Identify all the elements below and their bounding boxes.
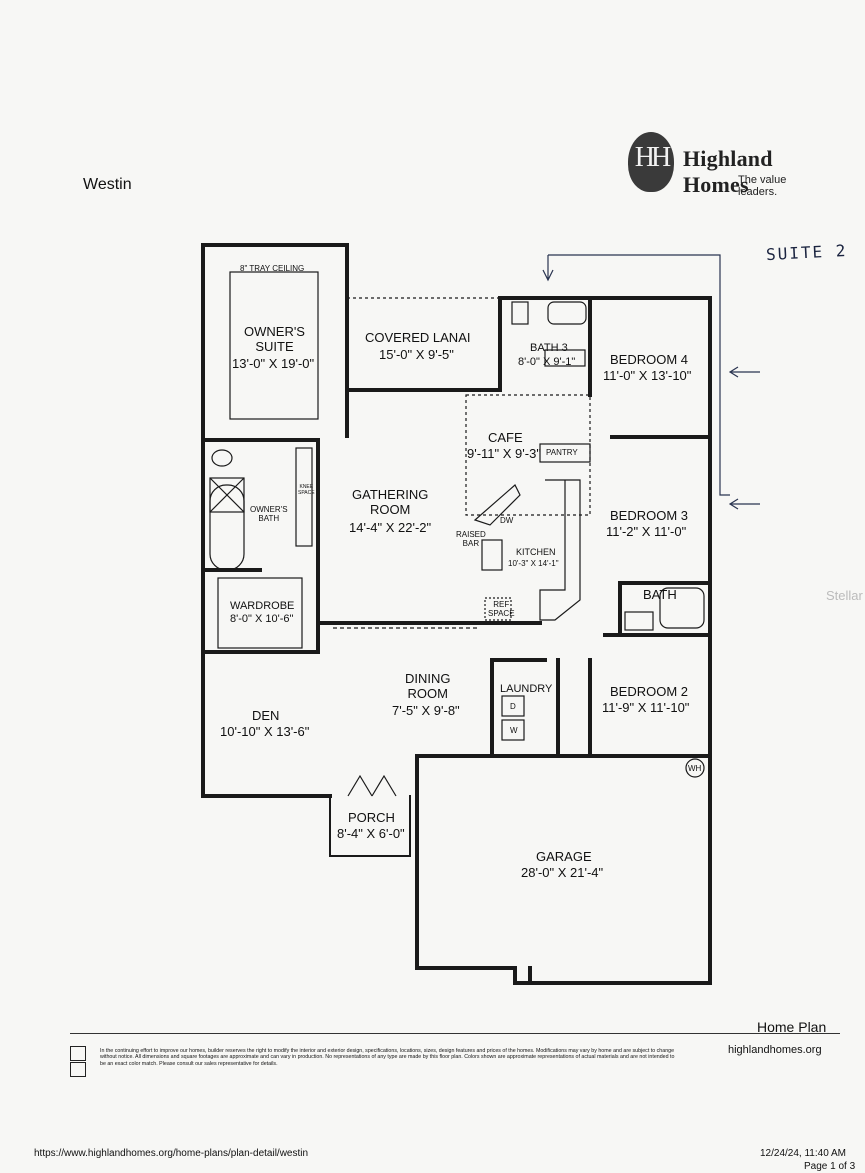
raised-bar-shape xyxy=(473,484,521,526)
bath-tub xyxy=(659,587,705,629)
washer-box xyxy=(501,719,525,741)
brand-tagline: The value leaders. xyxy=(738,174,787,198)
gathering-room-name: GATHERING ROOM xyxy=(352,487,429,517)
bedroom4-name: BEDROOM 4 xyxy=(610,352,689,367)
brand-name: Highland Homes xyxy=(683,146,773,197)
equal-housing-icon xyxy=(70,1046,86,1061)
logo-mark-icon: HH xyxy=(628,132,674,192)
wardrobe-size: 8'-0" X 10'-6" xyxy=(230,613,294,625)
shower-x2 xyxy=(209,477,245,513)
porch-name: PORCH xyxy=(348,810,395,825)
covered-lanai-name: COVERED LANAI xyxy=(365,330,471,345)
owners-toilet xyxy=(211,449,233,467)
bath3-size: 8'-0" X 9'-1" xyxy=(518,356,576,368)
garage-size: 28'-0" X 21'-4" xyxy=(521,865,604,880)
kitchen-size: 10'-3" X 14'-1" xyxy=(508,559,559,568)
laundry-name: LAUNDRY xyxy=(500,683,553,695)
handwritten-arrow-1 xyxy=(728,366,760,378)
porch-outline xyxy=(329,795,411,857)
cafe-name: CAFE xyxy=(488,430,523,445)
dw-label: DW xyxy=(500,516,514,525)
bath3-vanity xyxy=(544,349,586,367)
bath3-toilet xyxy=(511,301,529,325)
bedroom3-name: BEDROOM 3 xyxy=(610,508,689,523)
owners-vanity xyxy=(295,447,313,547)
bath3-tub xyxy=(547,301,587,325)
pantry-box xyxy=(539,443,591,463)
owners-suite-name: OWNER'S SUITE xyxy=(244,324,305,354)
ref-space-label: REF SPACE xyxy=(488,600,515,618)
wardrobe-inner xyxy=(217,577,303,649)
brand-logo: HH Highland Homes The value leaders. xyxy=(628,132,828,202)
wardrobe-name: WARDROBE xyxy=(230,600,295,612)
website-link[interactable]: highlandhomes.org xyxy=(728,1044,822,1056)
page-number: Page 1 of 3 xyxy=(804,1161,856,1172)
garage-south-wall xyxy=(415,966,712,985)
owners-shower xyxy=(209,477,245,513)
kitchen-counter xyxy=(539,479,581,621)
footer-divider xyxy=(70,1033,840,1034)
bedroom2-size: 11'-9" X 11'-10" xyxy=(602,700,690,715)
dryer-label: D xyxy=(510,702,516,711)
raised-bar-label: RAISED BAR xyxy=(456,530,486,548)
porch-doors xyxy=(347,774,397,797)
bath3-name: BATH 3 xyxy=(530,342,568,354)
owners-tub xyxy=(209,484,245,571)
kitchen-sink xyxy=(481,539,503,571)
plan-title: Westin xyxy=(83,176,132,193)
lanai-dash xyxy=(346,297,501,391)
tray-ceiling-outline xyxy=(229,271,319,420)
den-name: DEN xyxy=(252,708,280,723)
garage-name: GARAGE xyxy=(536,849,592,864)
dryer-box xyxy=(501,695,525,717)
west-exterior-wall xyxy=(201,243,332,798)
porch-size: 8'-4" X 6'-0" xyxy=(337,826,405,841)
laundry-wall xyxy=(490,658,592,758)
handwritten-arrow-down xyxy=(542,255,554,282)
washer-label: W xyxy=(510,726,518,735)
knee-space-label: KNEE SPACE xyxy=(298,484,315,496)
pantry-label: PANTRY xyxy=(546,448,578,457)
covered-lanai-size: 15'-0" X 9'-5" xyxy=(379,347,454,362)
bedroom3-size: 11'-2" X 11'-0" xyxy=(606,524,687,539)
gathering-room-size: 14'-4" X 22'-2" xyxy=(349,520,432,535)
water-heater xyxy=(685,758,705,778)
watermark: Stellar xyxy=(826,588,863,603)
handwritten-arrow-2 xyxy=(728,498,760,510)
handwritten-bracket xyxy=(548,254,730,496)
print-url[interactable]: https://www.highlandhomes.org/home-plans… xyxy=(34,1148,309,1159)
dining-room-name: DINING ROOM xyxy=(405,671,451,701)
owners-suite-size: 13'-0" X 19'-0" xyxy=(232,356,315,371)
dining-room-size: 7'-5" X 9'-8" xyxy=(392,703,460,718)
accessibility-icon xyxy=(70,1062,86,1077)
print-timestamp: 12/24/24, 11:40 AM xyxy=(760,1148,846,1159)
den-size: 10'-10" X 13'-6" xyxy=(220,724,310,739)
bath-vanity xyxy=(624,611,654,631)
bath-name: BATH xyxy=(643,587,677,602)
water-heater-label: WH xyxy=(688,764,702,773)
cafe-size: 9'-11" X 9'-3" xyxy=(467,446,541,461)
bedroom2-name: BEDROOM 2 xyxy=(610,684,689,699)
bedroom4-size: 11'-0" X 13'-10" xyxy=(603,368,692,383)
kitchen-name: KITCHEN xyxy=(516,547,556,557)
home-plan-label: Home Plan xyxy=(757,1019,827,1035)
cafe-dash xyxy=(465,394,591,516)
disclaimer-text: In the continuing effort to improve our … xyxy=(100,1048,675,1067)
owners-bath-label: OWNER'S BATH xyxy=(250,505,288,523)
tray-ceiling-label: 8" TRAY CEILING xyxy=(240,264,305,273)
ref-space-box xyxy=(484,597,512,621)
